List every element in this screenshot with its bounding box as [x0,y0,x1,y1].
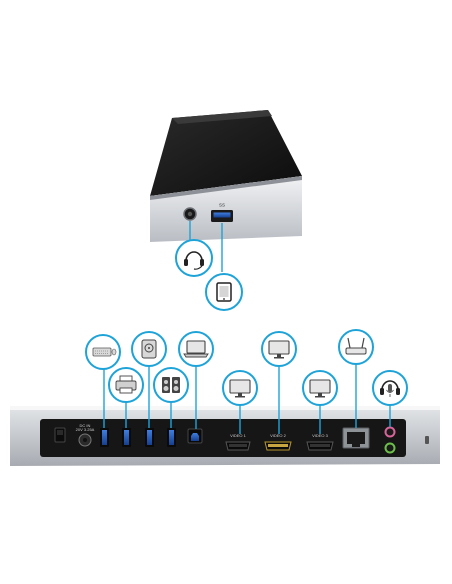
monitor-icon [261,331,297,367]
headset-mic-icon [372,370,408,406]
laptop-icon [178,331,214,367]
dock-top-surface [150,110,302,196]
rear-panel: DC IN 20V 3.25A VIDEO 1 VIDEO 2 VIDEO 3 [10,406,440,466]
rear-usb-ports [100,428,176,447]
mic-jack [384,426,396,438]
dc-label-bottom: 20V 3.25A [76,427,95,432]
speakers-icon [153,367,189,403]
video-label-2: VIDEO 2 [270,433,287,438]
dc-label-top: DC IN [80,423,91,428]
tablet-icon [205,273,243,311]
monitor-icon [222,370,258,406]
hard-drive-icon [131,331,167,367]
monitor-icon [302,370,338,406]
front-dock: SS [150,110,302,272]
keyboard-icon [85,334,121,370]
headphone-jack [384,442,396,454]
video-ports: VIDEO 1 VIDEO 2 VIDEO 3 [225,433,334,451]
printer-icon [108,367,144,403]
video-label-1: VIDEO 1 [230,433,247,438]
usb-port-label: SS [219,203,225,208]
router-icon [338,329,374,365]
headset-icon [175,239,213,277]
lock-slot [425,436,429,444]
video-label-3: VIDEO 3 [312,433,329,438]
